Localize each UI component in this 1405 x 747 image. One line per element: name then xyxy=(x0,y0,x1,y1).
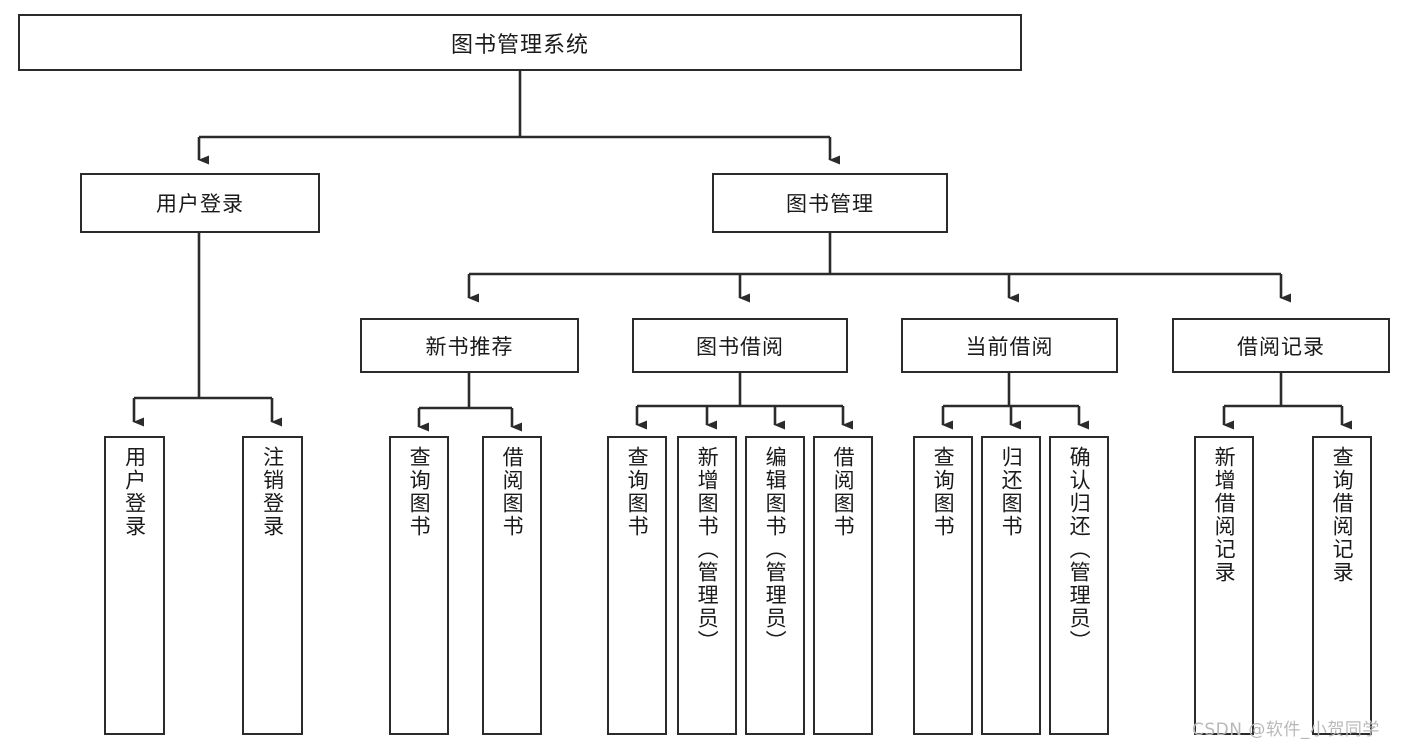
node-user-login[interactable]: 用户登录 xyxy=(80,173,320,233)
node-label: 查询图书 xyxy=(931,446,956,538)
node-label: 查询图书 xyxy=(625,446,650,538)
node-label: 当前借阅 xyxy=(965,334,1054,359)
node-label: 图书管理 xyxy=(786,192,874,216)
node-label: 注销登录 xyxy=(260,446,285,538)
node-label: 借阅图书 xyxy=(831,446,856,538)
node-label: 归还图书 xyxy=(999,446,1024,538)
node-label: 查询借阅记录 xyxy=(1330,446,1355,584)
node-label: 借阅图书 xyxy=(500,446,525,538)
node-label: 用户登录 xyxy=(156,192,244,216)
leaf-current-return-book[interactable]: 归还图书 xyxy=(981,436,1041,735)
leaf-record-query-record[interactable]: 查询借阅记录 xyxy=(1312,436,1372,735)
leaf-user-login-signout[interactable]: 注销登录 xyxy=(242,436,303,735)
leaf-borrow-borrow-book[interactable]: 借阅图书 xyxy=(813,436,873,735)
leaf-record-add-record[interactable]: 新增借阅记录 xyxy=(1194,436,1254,735)
leaf-current-query-book[interactable]: 查询图书 xyxy=(913,436,973,735)
node-label: 新书推荐 xyxy=(425,334,514,359)
node-label: 查询图书 xyxy=(407,446,432,538)
leaf-current-confirm-return-admin[interactable]: 确认归还（管理员） xyxy=(1049,436,1109,735)
leaf-recommend-borrow-book[interactable]: 借阅图书 xyxy=(482,436,542,735)
leaf-user-login-signin[interactable]: 用户登录 xyxy=(104,436,165,735)
node-book-management[interactable]: 图书管理 xyxy=(712,173,948,233)
node-label: 新增图书（管理员） xyxy=(695,446,720,653)
node-current-borrow[interactable]: 当前借阅 xyxy=(901,318,1118,373)
leaf-borrow-query-book[interactable]: 查询图书 xyxy=(607,436,667,735)
csdn-watermark: CSDN @软件_小贺同学 xyxy=(1192,720,1380,740)
node-label: 图书借阅 xyxy=(696,334,784,359)
node-borrow-record[interactable]: 借阅记录 xyxy=(1172,318,1390,373)
leaf-borrow-edit-book-admin[interactable]: 编辑图书（管理员） xyxy=(745,436,805,735)
leaf-borrow-add-book-admin[interactable]: 新增图书（管理员） xyxy=(677,436,737,735)
node-root-system[interactable]: 图书管理系统 xyxy=(18,14,1022,71)
node-label: 确认归还（管理员） xyxy=(1067,446,1092,653)
node-book-borrow[interactable]: 图书借阅 xyxy=(632,318,848,373)
node-label: 用户登录 xyxy=(122,446,147,538)
leaf-recommend-query-book[interactable]: 查询图书 xyxy=(389,436,449,735)
node-label: 图书管理系统 xyxy=(450,32,589,58)
node-label: 新增借阅记录 xyxy=(1212,446,1237,584)
node-label: 借阅记录 xyxy=(1237,334,1325,359)
node-new-book-recommend[interactable]: 新书推荐 xyxy=(360,318,579,373)
node-label: 编辑图书（管理员） xyxy=(763,446,788,653)
